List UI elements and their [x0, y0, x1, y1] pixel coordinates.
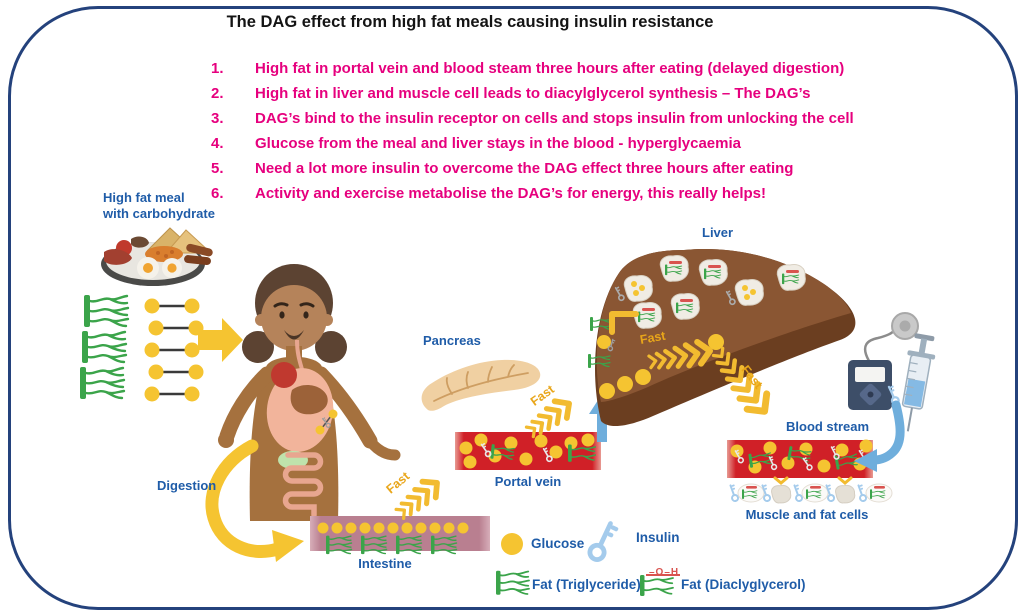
label-high-fat-meal: High fat meal with carbohydrate: [103, 190, 215, 221]
label-pancreas: Pancreas: [423, 333, 481, 348]
intestine-bar: [310, 516, 490, 555]
label-fat-triglyceride: Fat (Triglyceride): [532, 577, 641, 592]
step-text: High fat in portal vein and blood steam …: [255, 60, 845, 77]
step-number: 3.: [211, 110, 224, 127]
step-text: Need a lot more insulin to overcome the …: [255, 160, 794, 177]
glucose-pair-icons: [144, 298, 204, 402]
insulin-key-icon: [588, 518, 621, 562]
label-insulin: Insulin: [636, 530, 680, 545]
pancreas-illustration: [421, 359, 541, 411]
page-title: The DAG effect from high fat meals causi…: [226, 13, 714, 31]
insulin-pump-illustration: [848, 312, 919, 410]
label-blood-stream: Blood stream: [786, 419, 870, 434]
step-text: Activity and exercise metabolise the DAG…: [255, 185, 767, 202]
step-number: 4.: [211, 135, 224, 152]
step-text: High fat in liver and muscle cell leads …: [255, 85, 811, 102]
diacylglycerol-icon: [639, 574, 674, 597]
person-illustration: [218, 264, 401, 521]
label-glucose: Glucose: [531, 536, 585, 551]
step-number: 6.: [211, 185, 224, 202]
label-digestion: Digestion: [157, 478, 217, 493]
label-fat-diacylglycerol: Fat (Diaclyglycerol): [681, 577, 806, 592]
triglyceride-icon: [495, 569, 530, 596]
muscle-fat-cells-row: [726, 476, 892, 504]
blood-stream-bar: [727, 439, 873, 478]
diacylglycerol-oh-label: –O–H: [649, 567, 680, 578]
triglyceride-icons-left: [78, 293, 130, 401]
step-2: 2. High fat in liver and muscle cell lead…: [211, 84, 1001, 103]
label-muscle-fat-cells: Muscle and fat cells: [745, 507, 869, 522]
step-number: 2.: [211, 85, 224, 102]
step-1: 1. High fat in portal vein and blood stea…: [211, 59, 1001, 78]
label-liver: Liver: [702, 225, 734, 240]
syringe-illustration: [901, 333, 936, 432]
label-intestine: Intestine: [358, 556, 412, 571]
arrow-to-person: [198, 318, 243, 362]
step-4: 4. Glucose from the meal and liver stays …: [211, 134, 1001, 153]
meal-plate-illustration: [101, 227, 213, 286]
portal-vein-bar: [455, 432, 601, 470]
liver-illustration: [587, 248, 856, 427]
glucose-icon: [501, 533, 523, 555]
step-6: 6. Activity and exercise metabolise the D…: [211, 184, 1001, 203]
step-text: Glucose from the meal and liver stays in…: [255, 135, 741, 152]
digestion-arrow: [205, 439, 304, 562]
arrow-to-blood-stream: [854, 400, 905, 472]
label-portal-vein: Portal vein: [494, 474, 562, 489]
step-number: 5.: [211, 160, 224, 177]
step-3: 3. DAG’s bind to the insulin receptor on …: [211, 109, 1001, 128]
step-text: DAG’s bind to the insulin receptor on ce…: [255, 110, 854, 127]
step-5: 5. Need a lot more insulin to overcome th…: [211, 159, 1001, 178]
step-number: 1.: [211, 60, 224, 77]
